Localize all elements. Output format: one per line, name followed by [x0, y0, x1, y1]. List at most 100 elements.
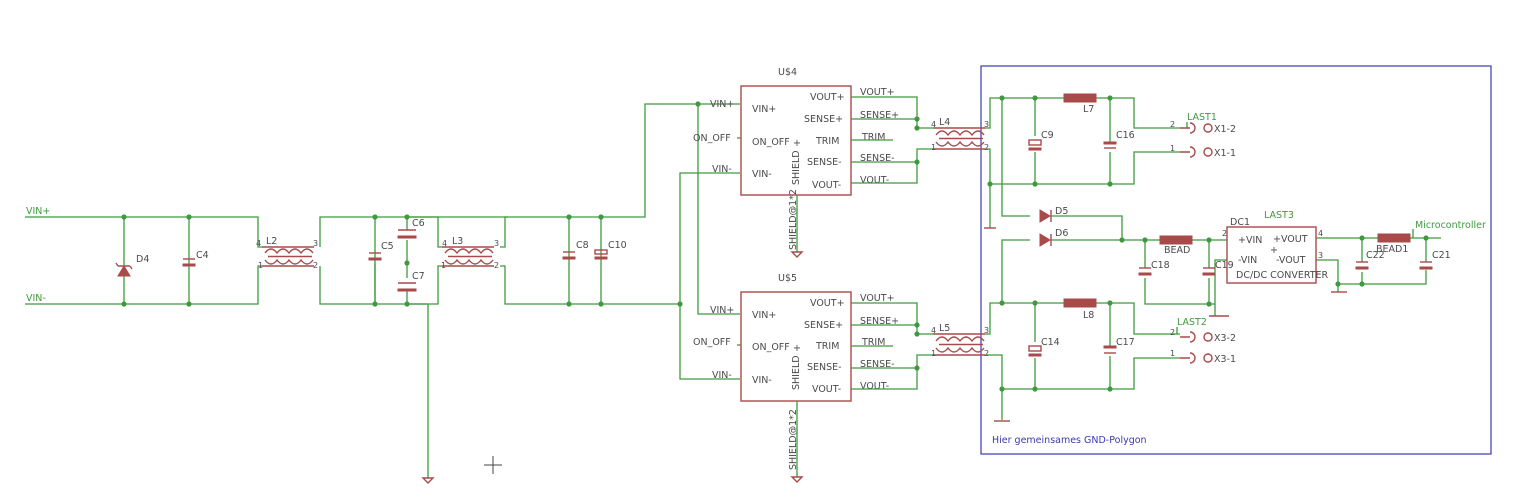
svg-text:VOUT+: VOUT+ [860, 293, 895, 304]
svg-text:C4: C4 [196, 250, 209, 261]
svg-text:ON_OFF: ON_OFF [752, 137, 790, 148]
net-vin-plus: VIN+ [26, 206, 50, 217]
u5-output-wires [851, 302, 933, 390]
svg-text:SHIELD: SHIELD [791, 355, 802, 390]
svg-text:C14: C14 [1041, 337, 1060, 348]
svg-text:VIN-: VIN- [752, 169, 772, 180]
gnd-polygon-frame [980, 65, 1492, 455]
svg-text:DC1: DC1 [1230, 217, 1250, 228]
capacitor-c8: C8 [562, 240, 589, 260]
svg-text:1: 1 [1170, 349, 1175, 358]
svg-text:VIN-: VIN- [712, 370, 732, 381]
svg-text:SHIELD@1*2: SHIELD@1*2 [788, 189, 799, 250]
common-mode-choke-l3: 4 3 1 2 L3 [441, 236, 499, 270]
capacitor-c5: C5 [368, 241, 394, 261]
svg-text:+VOUT: +VOUT [1273, 234, 1308, 245]
svg-text:SENSE+: SENSE+ [860, 110, 899, 121]
svg-text:SENSE+: SENSE+ [804, 114, 843, 125]
bead: BEAD [1159, 235, 1193, 256]
svg-text:Microcontroller: Microcontroller [1415, 220, 1486, 231]
svg-text:X1-1: X1-1 [1214, 148, 1236, 159]
svg-text:C19: C19 [1215, 260, 1234, 271]
capacitor-c9: C9 [1028, 130, 1054, 151]
u4-output-wires [851, 96, 933, 184]
inductor-l7: L7 [1063, 93, 1097, 115]
svg-text:BEAD: BEAD [1164, 245, 1190, 256]
svg-text:VIN+: VIN+ [710, 305, 734, 316]
input-wires [25, 103, 741, 478]
dcdc-converter-dc1: DC1 LAST3 +VIN -VIN +VOUT -VOUT + DC/DC … [1222, 210, 1329, 284]
svg-text:SENSE+: SENSE+ [860, 316, 899, 327]
svg-text:C16: C16 [1116, 130, 1135, 141]
diode-d6: D6 [1039, 228, 1068, 247]
svg-text:3: 3 [313, 239, 318, 248]
svg-text:L5: L5 [939, 323, 950, 334]
connector-x3: LAST2 2 X3-2 1 X3-1 [1170, 317, 1236, 365]
svg-text:C8: C8 [576, 240, 589, 251]
svg-text:2: 2 [1170, 120, 1175, 129]
svg-text:L4: L4 [939, 117, 950, 128]
svg-text:SENSE-: SENSE- [807, 362, 842, 373]
svg-text:1: 1 [441, 261, 446, 270]
capacitor-c10: C10 [594, 240, 627, 260]
svg-text:X3-2: X3-2 [1214, 333, 1236, 344]
svg-text:VOUT+: VOUT+ [860, 87, 895, 98]
capacitor-c17: C17 [1103, 337, 1135, 354]
ground-symbol-input [421, 477, 435, 484]
svg-text:2: 2 [984, 143, 989, 152]
svg-text:3: 3 [494, 239, 499, 248]
svg-text:1: 1 [931, 349, 936, 358]
svg-text:X3-1: X3-1 [1214, 354, 1236, 365]
capacitor-c6: C6 [397, 218, 425, 239]
svg-text:3: 3 [1318, 251, 1323, 260]
capacitor-c22: C22 [1355, 250, 1385, 270]
svg-text:1: 1 [258, 261, 263, 270]
svg-text:D5: D5 [1055, 206, 1068, 217]
svg-text:2: 2 [494, 261, 499, 270]
svg-text:C18: C18 [1151, 260, 1170, 271]
bead1: BEAD1 [1376, 233, 1411, 255]
svg-text:C6: C6 [412, 218, 425, 229]
svg-text:2: 2 [1222, 229, 1227, 238]
svg-text:VOUT-: VOUT- [860, 175, 889, 186]
svg-text:4: 4 [931, 326, 936, 335]
svg-text:C5: C5 [381, 241, 394, 252]
dcdc-module-u5: U$5 VIN+ ON_OFF VIN- VOUT+ SENSE+ TRIM S… [693, 273, 899, 483]
svg-text:VOUT-: VOUT- [860, 381, 889, 392]
svg-text:4: 4 [442, 239, 447, 248]
lower-output-wires [985, 239, 1180, 422]
svg-text:L3: L3 [452, 236, 463, 247]
svg-text:VIN+: VIN+ [710, 99, 734, 110]
svg-text:SENSE-: SENSE- [807, 157, 842, 168]
svg-text:SENSE-: SENSE- [860, 359, 895, 370]
gnd-polygon-note: Hier gemeinsames GND-Polygon [992, 435, 1147, 446]
svg-text:X1-2: X1-2 [1214, 124, 1236, 135]
capacitor-c4: C4 [182, 250, 209, 267]
connector-x1: LAST1 2 X1-2 1 X1-1 [1170, 112, 1236, 159]
choke-l5: L5 4 1 3 2 [931, 323, 989, 358]
svg-text:C22: C22 [1366, 250, 1385, 261]
svg-text:2: 2 [1170, 328, 1175, 337]
svg-text:+: + [793, 343, 801, 354]
svg-text:-VOUT: -VOUT [1276, 255, 1306, 266]
svg-text:ON_OFF: ON_OFF [693, 337, 731, 348]
svg-text:TRIM: TRIM [861, 132, 885, 143]
svg-text:1: 1 [1170, 144, 1175, 153]
svg-text:BEAD1: BEAD1 [1376, 244, 1408, 255]
svg-text:VIN-: VIN- [752, 375, 772, 386]
svg-text:U$4: U$4 [778, 67, 797, 78]
svg-text:D6: D6 [1055, 228, 1068, 239]
svg-text:4: 4 [256, 239, 261, 248]
svg-text:SENSE+: SENSE+ [804, 320, 843, 331]
svg-text:TRIM: TRIM [861, 337, 885, 348]
capacitor-c14: C14 [1028, 337, 1060, 357]
svg-text:L8: L8 [1083, 310, 1094, 321]
diode-d5: D5 [1039, 206, 1068, 223]
svg-text:C7: C7 [412, 271, 425, 282]
capacitor-c18: C18 [1138, 260, 1170, 276]
dc1-wires [1051, 215, 1441, 317]
svg-text:3: 3 [984, 326, 989, 335]
svg-text:D4: D4 [136, 254, 149, 265]
svg-text:SENSE-: SENSE- [860, 153, 895, 164]
